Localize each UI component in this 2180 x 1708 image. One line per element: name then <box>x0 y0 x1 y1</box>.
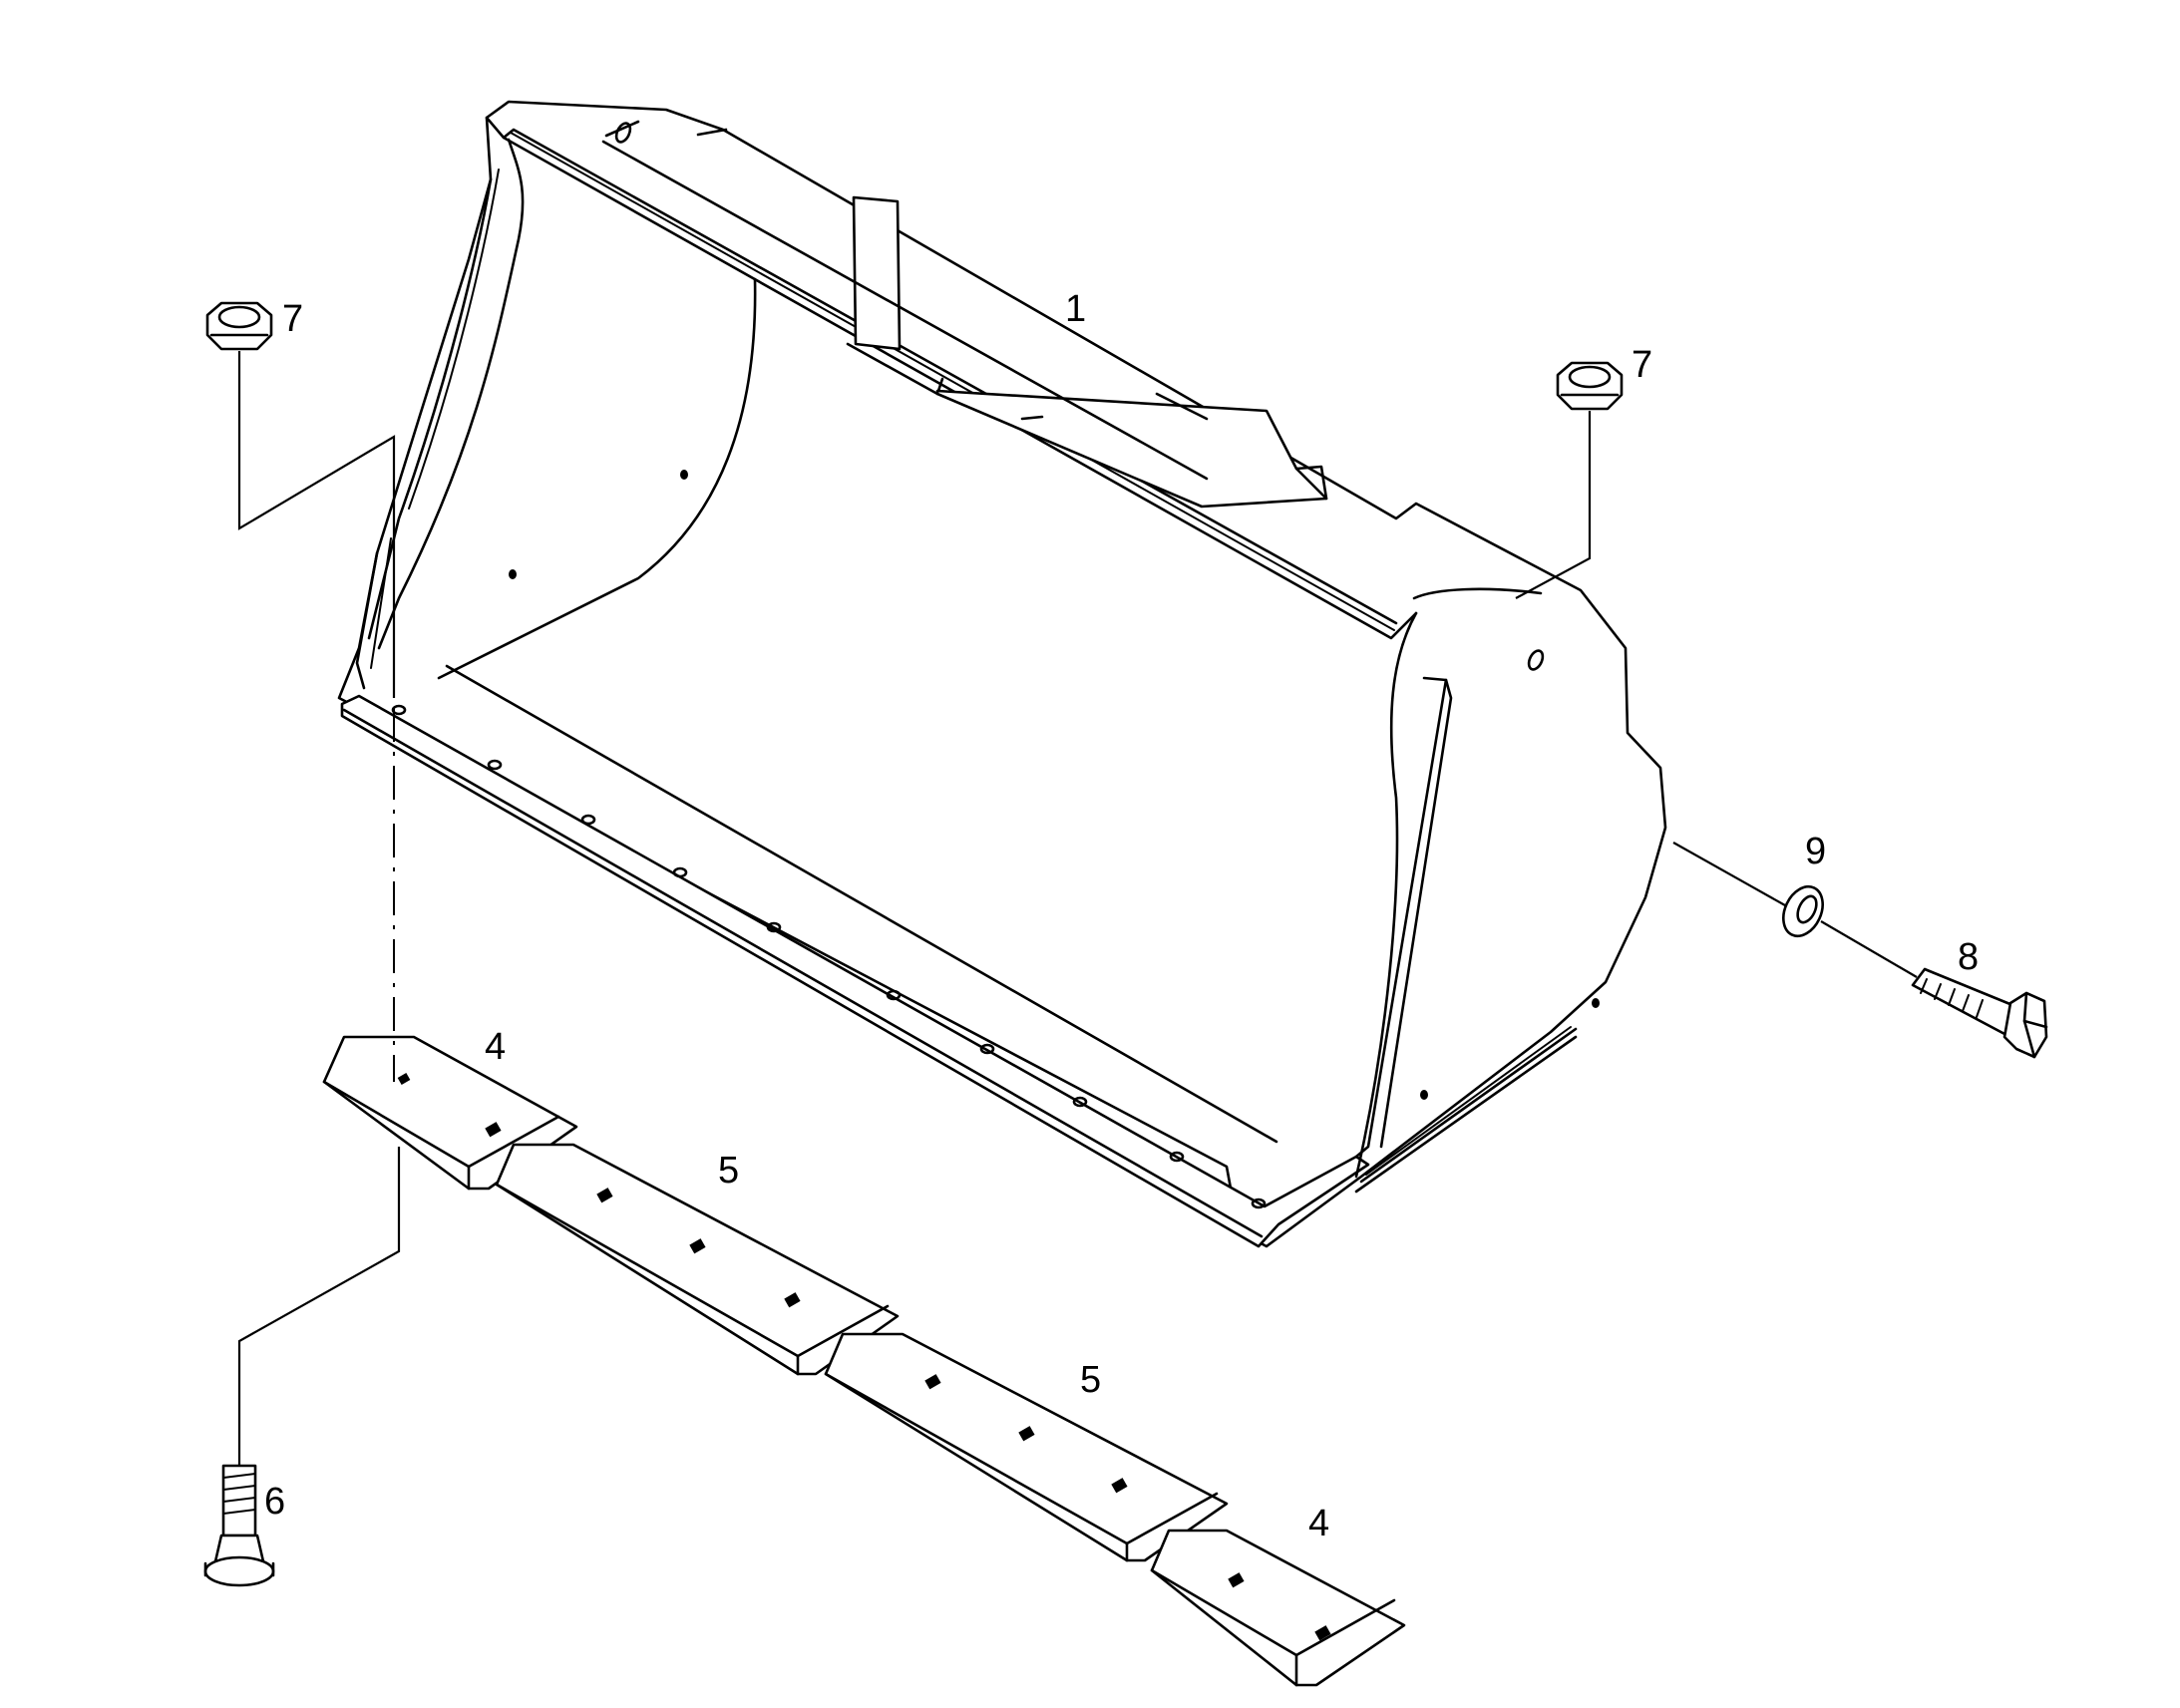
callout-5-left: 5 <box>718 1150 739 1192</box>
callout-4-left: 4 <box>485 1026 506 1068</box>
wear-plate-left-middle <box>495 1143 900 1376</box>
callout-labels: 1 4 4 5 5 6 7 7 8 9 <box>264 288 1979 1544</box>
hex-nut-left <box>205 301 273 351</box>
hex-bolt <box>1911 967 2048 1059</box>
hex-nut-right <box>1556 361 1624 411</box>
leader-lines <box>237 351 1918 1466</box>
callout-8: 8 <box>1958 936 1979 978</box>
bucket-body <box>337 100 1667 1248</box>
wear-plate-right-end <box>1150 1529 1406 1687</box>
callout-1: 1 <box>1065 288 1086 330</box>
callout-5-right: 5 <box>1080 1359 1101 1401</box>
washer <box>1782 884 1824 938</box>
callout-7-left: 7 <box>282 298 303 340</box>
plow-bolt <box>203 1464 275 1587</box>
callout-7-right: 7 <box>1632 344 1652 386</box>
callout-6: 6 <box>264 1481 285 1523</box>
callout-4-right: 4 <box>1308 1503 1329 1544</box>
callout-9: 9 <box>1805 831 1826 872</box>
wear-plate-right-middle <box>824 1332 1229 1562</box>
